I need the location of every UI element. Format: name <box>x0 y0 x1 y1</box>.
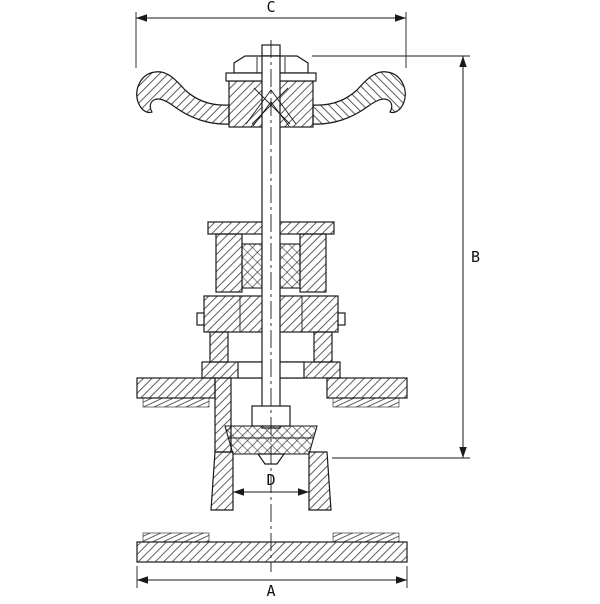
dim-label-a: A <box>266 582 275 600</box>
packing-right <box>279 243 301 289</box>
bonnet-tab-left <box>196 312 205 326</box>
handwheel-rim-right <box>312 71 406 125</box>
hub-taper-outer <box>245 89 297 125</box>
thread-left-top <box>142 397 210 408</box>
dimension-c: C <box>135 0 407 68</box>
seat-wall-left <box>210 451 234 511</box>
body-wall-bottom <box>136 541 408 563</box>
seat-wall-right <box>308 451 332 511</box>
thread-left-bottom <box>142 532 210 543</box>
hub-taper-cross-1 <box>253 87 291 125</box>
thread-right-bottom <box>332 532 400 543</box>
body-group <box>136 377 408 563</box>
body-partition-left <box>214 377 232 453</box>
dimension-b: B <box>312 55 480 459</box>
dimension-a: A <box>136 566 408 600</box>
body-wall-top-right <box>326 377 408 399</box>
body-wall-top-left <box>136 377 216 399</box>
hub-taper-cross-2 <box>251 87 289 125</box>
bonnet-neck-left <box>209 331 229 363</box>
gland-nut-left <box>215 233 243 293</box>
packing-left <box>241 243 263 289</box>
bonnet-tab-right <box>337 312 346 326</box>
handwheel-rim-left <box>136 71 230 125</box>
gland-nut-right <box>299 233 327 293</box>
dim-label-b: B <box>471 248 480 266</box>
thread-right-top <box>332 397 400 408</box>
dim-label-c: C <box>266 0 275 16</box>
bonnet-neck-right <box>313 331 333 363</box>
